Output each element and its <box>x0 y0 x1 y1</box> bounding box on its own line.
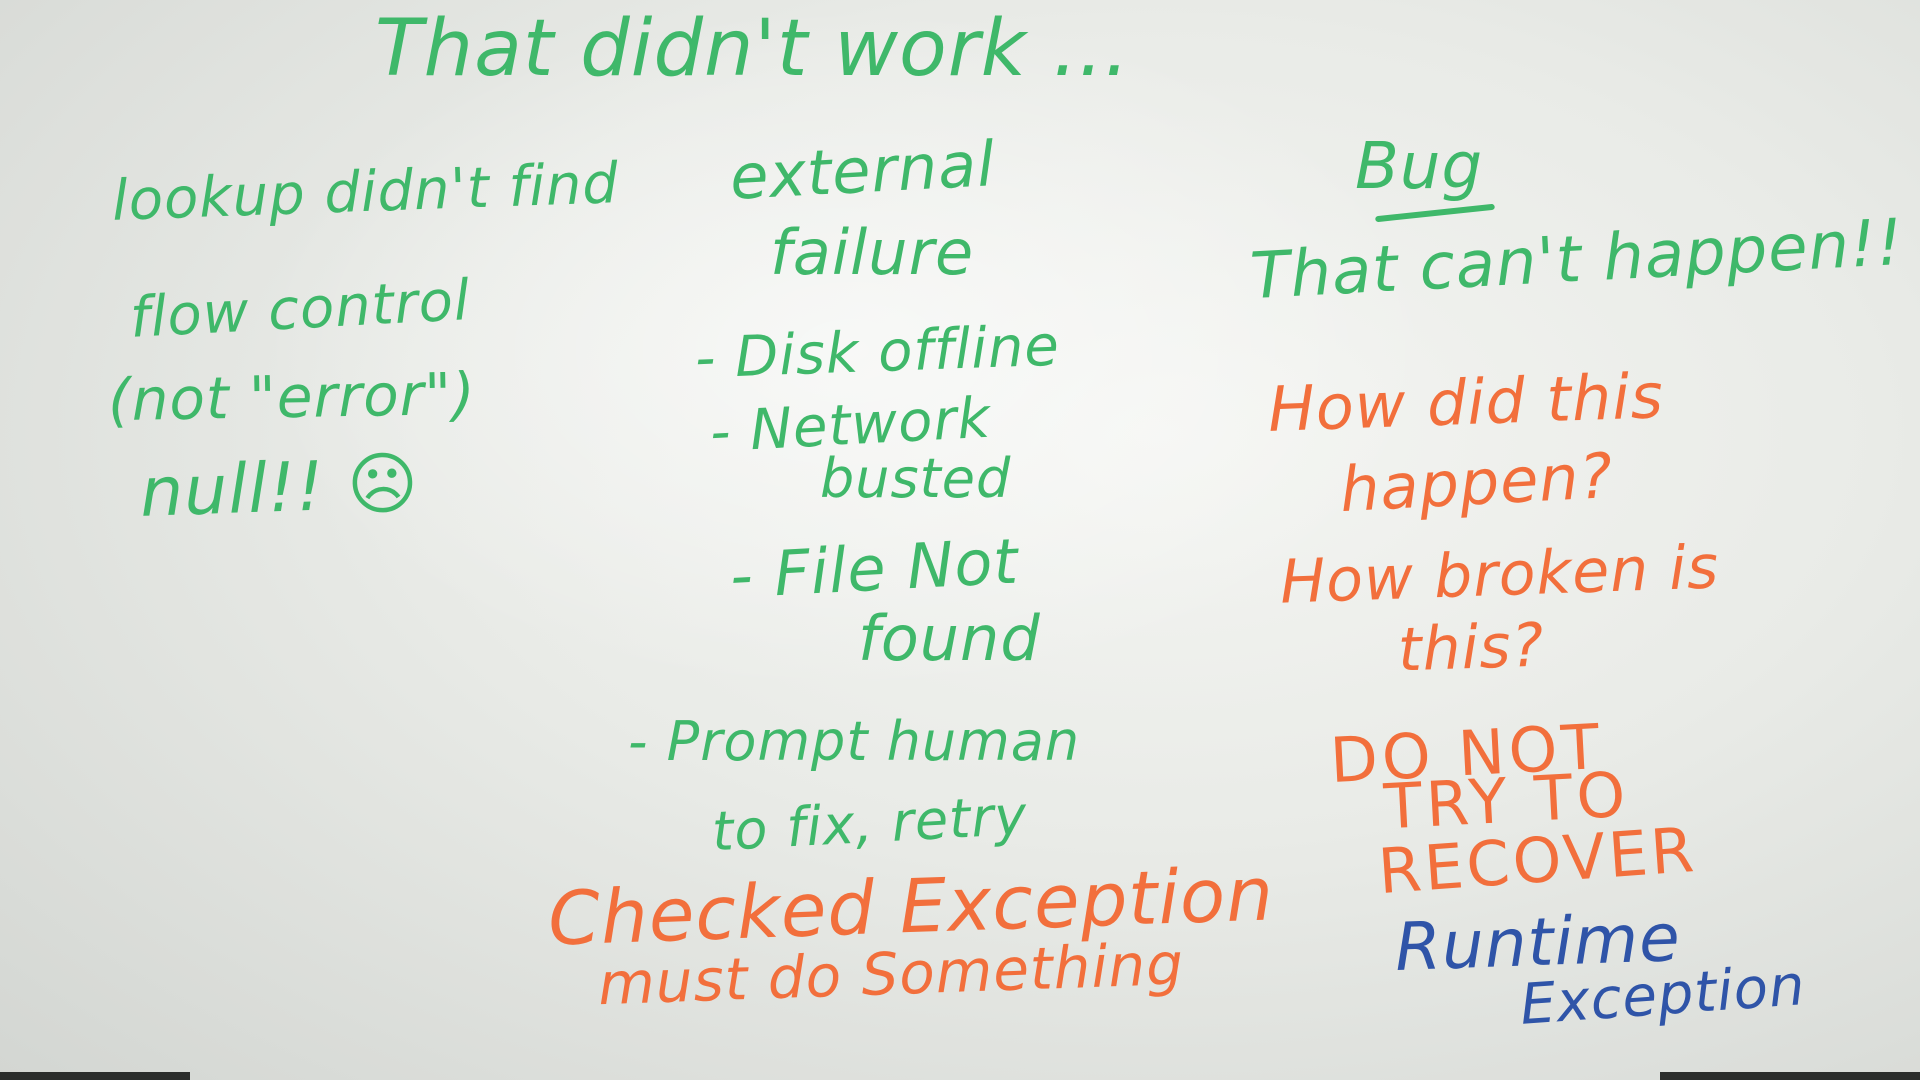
external-heading: external <box>728 127 997 214</box>
checked-exception-note: must do Something <box>596 929 1186 1019</box>
flow-control-note: flow control <box>128 268 472 351</box>
cant-happen-note: That can't happen!! <box>1248 205 1906 315</box>
how-broken-question-continued: this? <box>1396 610 1546 686</box>
board-tray-right <box>1660 1072 1920 1080</box>
bug-heading: Bug <box>1355 130 1484 204</box>
network-item-continued: busted <box>820 447 1012 510</box>
file-not-found-item: - File Not <box>728 524 1021 613</box>
not-error-note: (not "error") <box>107 359 477 435</box>
file-not-found-item-continued: found <box>858 602 1041 675</box>
board-title: That didn't work ... <box>375 4 1131 94</box>
exception-label: Exception <box>1518 953 1808 1038</box>
prompt-human-item-continued: to fix, retry <box>710 783 1029 864</box>
disk-offline-item: - Disk offline <box>693 313 1061 392</box>
how-did-question-continued: happen? <box>1338 438 1616 527</box>
failure-heading: failure <box>770 216 975 289</box>
board-tray-left <box>0 1072 190 1080</box>
recover-warning: RECOVER <box>1375 812 1700 909</box>
lookup-note: lookup didn't find <box>111 151 620 234</box>
how-broken-question: How broken is <box>1278 532 1721 618</box>
null-note: null!! ☹ <box>138 444 421 533</box>
bug-underline <box>1375 203 1495 223</box>
how-did-question: How did this <box>1266 359 1665 446</box>
prompt-human-item: - Prompt human <box>628 710 1081 773</box>
